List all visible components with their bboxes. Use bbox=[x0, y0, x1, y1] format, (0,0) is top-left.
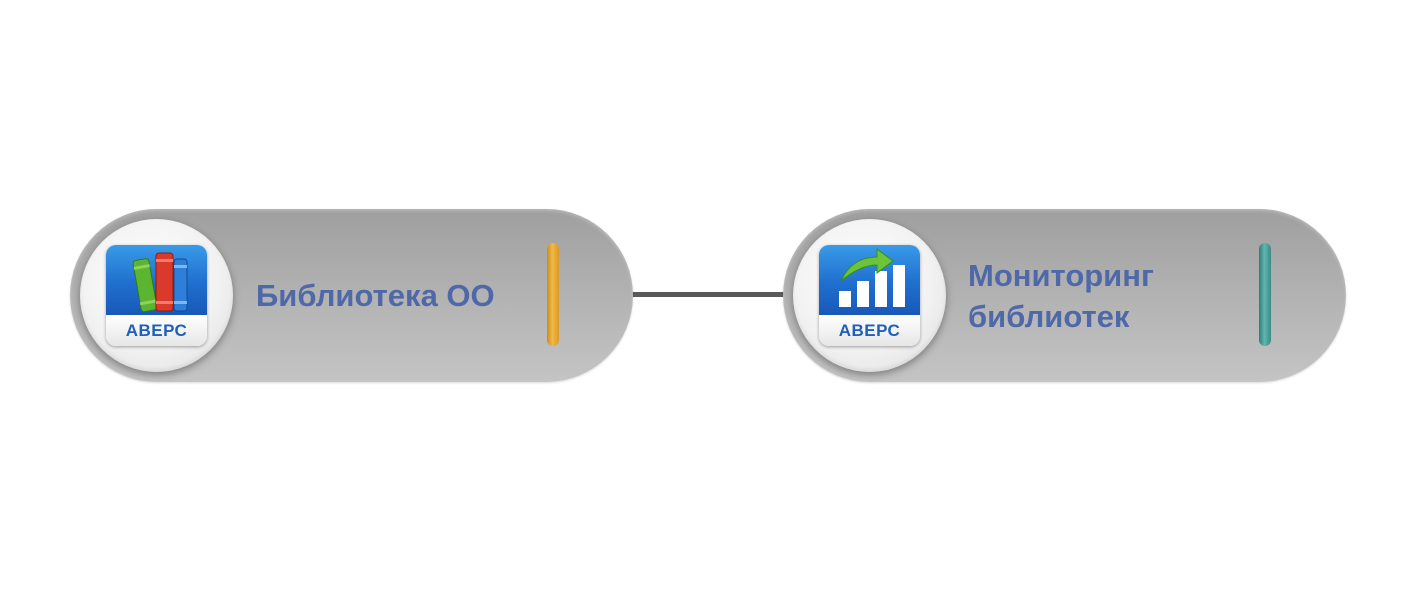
node-label-text: Библиотека ОО bbox=[256, 278, 495, 313]
node-library[interactable]: АВЕРС Библиотека ОО bbox=[70, 209, 633, 382]
accent-bar-orange bbox=[547, 243, 559, 346]
brand-label: АВЕРС bbox=[838, 320, 901, 340]
node-label-line-2: библиотек bbox=[968, 299, 1130, 334]
app-tile-monitoring: АВЕРС bbox=[819, 245, 920, 346]
bar-chart-growth-icon bbox=[839, 248, 905, 307]
books-icon bbox=[132, 252, 188, 313]
node-label-line-1: Мониторинг bbox=[968, 258, 1154, 293]
accent-bar-teal bbox=[1259, 243, 1271, 346]
connector-line bbox=[630, 292, 790, 297]
brand-label: АВЕРС bbox=[125, 320, 188, 340]
app-tile-library: АВЕРС bbox=[106, 245, 207, 346]
node-label: Библиотека ОО bbox=[256, 275, 495, 316]
icon-disc: АВЕРС bbox=[793, 219, 946, 372]
node-monitoring[interactable]: АВЕРС Мониторинг библиотек bbox=[783, 209, 1346, 382]
icon-disc: АВЕРС bbox=[80, 219, 233, 372]
node-label: Мониторинг библиотек bbox=[968, 255, 1154, 337]
